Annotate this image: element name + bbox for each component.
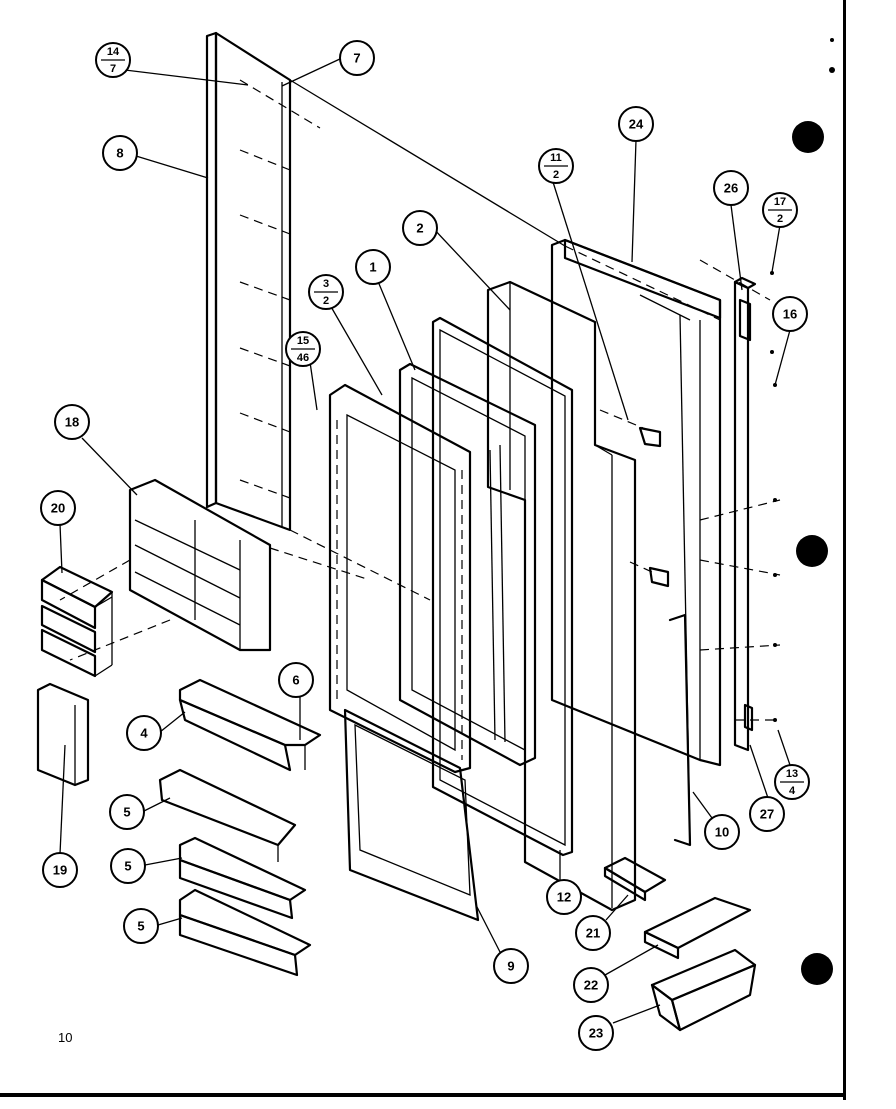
svg-text:16: 16	[783, 307, 797, 322]
part-door-bin-5a	[158, 768, 297, 862]
svg-text:26: 26	[724, 181, 738, 196]
callout-21: 21	[575, 915, 611, 951]
callout-22: 22	[573, 967, 609, 1003]
callout-17-2: 17 2	[762, 192, 798, 228]
callout-2: 2	[402, 210, 438, 246]
punch-hole-top	[792, 121, 824, 153]
callout-23: 23	[578, 1015, 614, 1051]
callout-5-top: 5	[109, 794, 145, 830]
page-number: 10	[58, 1030, 72, 1045]
svg-text:5: 5	[123, 805, 130, 820]
svg-text:12: 12	[557, 890, 571, 905]
callout-1: 1	[355, 249, 391, 285]
svg-text:13: 13	[786, 768, 798, 780]
svg-text:15: 15	[297, 335, 309, 347]
svg-text:1: 1	[369, 260, 376, 275]
part-liner-frame	[398, 362, 537, 767]
callout-3-2: 3 2	[308, 274, 344, 310]
part-shelf-rack	[128, 478, 272, 652]
svg-text:2: 2	[323, 295, 329, 307]
punch-hole-middle	[796, 535, 828, 567]
svg-text:24: 24	[629, 117, 644, 132]
svg-text:19: 19	[53, 863, 67, 878]
svg-text:18: 18	[65, 415, 79, 430]
svg-text:6: 6	[292, 673, 299, 688]
svg-text:21: 21	[586, 926, 600, 941]
callout-14-7: 14 7	[95, 42, 131, 78]
svg-text:9: 9	[507, 959, 514, 974]
svg-text:23: 23	[589, 1026, 603, 1041]
part-door-bin-5c	[178, 888, 312, 977]
callout-5-middle: 5	[110, 848, 146, 884]
svg-text:7: 7	[110, 63, 116, 75]
part-door-bin-5b	[178, 836, 307, 920]
svg-text:5: 5	[124, 859, 131, 874]
callout-10: 10	[704, 814, 740, 850]
svg-text:2: 2	[777, 213, 783, 225]
part-inner-door-liner	[328, 383, 480, 922]
part-door-gasket	[431, 316, 574, 857]
callout-16: 16	[772, 296, 808, 332]
leader-lines	[59, 57, 791, 1024]
svg-text:46: 46	[297, 352, 309, 364]
svg-text:7: 7	[353, 51, 360, 66]
callout-13-4: 13 4	[774, 764, 810, 800]
svg-text:10: 10	[715, 825, 729, 840]
svg-text:3: 3	[323, 278, 329, 290]
callout-6: 6	[278, 662, 314, 698]
callout-4: 4	[126, 715, 162, 751]
svg-text:22: 22	[584, 978, 598, 993]
alignment-lines	[59, 79, 781, 721]
callout-12: 12	[546, 879, 582, 915]
svg-text:17: 17	[774, 196, 786, 208]
part-small-tray	[603, 856, 667, 902]
svg-text:8: 8	[116, 146, 123, 161]
part-outer-door-panel	[550, 238, 722, 847]
scan-edge-marks	[0, 0, 846, 1100]
callout-9: 9	[493, 948, 529, 984]
part-ice-lid	[643, 896, 752, 960]
callout-18: 18	[54, 404, 90, 440]
svg-text:14: 14	[107, 46, 120, 58]
svg-text:5: 5	[137, 919, 144, 934]
part-cover-panel	[36, 682, 90, 787]
callout-11-2: 11 2	[538, 148, 574, 184]
svg-text:4: 4	[789, 785, 796, 797]
svg-text:2: 2	[416, 221, 423, 236]
callout-27: 27	[749, 796, 785, 832]
svg-text:2: 2	[553, 169, 559, 181]
punch-hole-bottom	[801, 953, 833, 985]
part-insulation-block	[486, 280, 637, 912]
part-hinge-rail	[733, 271, 777, 752]
part-stacked-containers	[40, 565, 114, 678]
callout-15-46: 15 46	[285, 331, 321, 367]
svg-text:11: 11	[550, 152, 562, 164]
callout-5-bottom: 5	[123, 908, 159, 944]
callout-26: 26	[713, 170, 749, 206]
callout-7: 7	[339, 40, 375, 76]
callout-20: 20	[40, 490, 76, 526]
svg-text:27: 27	[760, 807, 774, 822]
svg-text:20: 20	[51, 501, 65, 516]
part-trim-strip	[205, 31, 321, 532]
callout-19: 19	[42, 852, 78, 888]
svg-text:4: 4	[140, 726, 148, 741]
callout-24: 24	[618, 106, 654, 142]
callout-8: 8	[102, 135, 138, 171]
part-ice-bin	[650, 948, 757, 1032]
